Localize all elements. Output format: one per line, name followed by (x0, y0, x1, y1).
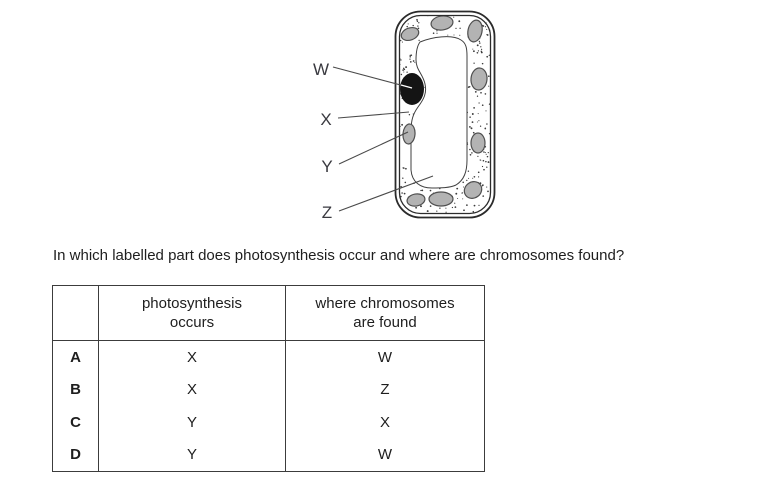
option-letter-c: C (53, 406, 99, 439)
label-line-z (338, 175, 434, 212)
label-line-y (338, 131, 409, 165)
label-line-x (337, 111, 410, 119)
question-text: In which labelled part does photosynthes… (53, 247, 625, 264)
vacuole-shape (410, 36, 468, 189)
chloroplast-shape (463, 181, 483, 199)
cell-wall-inner (398, 14, 492, 215)
option-b-chromosomes: Z (380, 381, 390, 399)
label-leader-lines (332, 66, 434, 212)
chloroplast-shape (430, 15, 454, 31)
option-c-chromosomes: X (379, 413, 390, 431)
cell-diagram: W X Y Z (313, 10, 496, 222)
chloroplast-shape (470, 67, 488, 91)
option-c-photosynthesis: Y (99, 406, 286, 439)
chloroplast-shape (470, 132, 486, 154)
chloroplast-shape (402, 123, 416, 145)
nucleus-shape (400, 73, 424, 105)
chloroplast-shape (467, 19, 483, 43)
label-z: Z (322, 203, 332, 222)
table-header-option (53, 286, 99, 341)
label-y: Y (321, 157, 332, 176)
label-x: X (320, 110, 331, 129)
option-b-photosynthesis: X (99, 373, 286, 406)
option-letter-b: B (53, 373, 99, 406)
chloroplast-shape (400, 26, 420, 42)
option-d-photosynthesis: Y (99, 438, 286, 471)
label-line-w-inside-nucleus (400, 84, 413, 89)
chloroplast-shape (428, 191, 454, 207)
table-header-chromosomes: where chromosomes are found (286, 286, 484, 341)
chloroplast-shape (406, 193, 426, 207)
option-d-chromosomes: W (377, 446, 393, 464)
option-letter-d: D (53, 438, 99, 471)
chloroplasts (400, 15, 488, 207)
option-a-photosynthesis: X (99, 341, 286, 374)
table-header-photosynthesis: photosynthesis occurs (99, 286, 286, 341)
label-line-w (332, 66, 413, 89)
option-a-chromosomes: W (377, 348, 393, 366)
label-w: W (313, 60, 329, 79)
option-letter-a: A (53, 341, 99, 374)
answer-table: photosynthesis occurs where chromosomes … (52, 285, 485, 472)
cell-wall-outer (394, 10, 496, 219)
